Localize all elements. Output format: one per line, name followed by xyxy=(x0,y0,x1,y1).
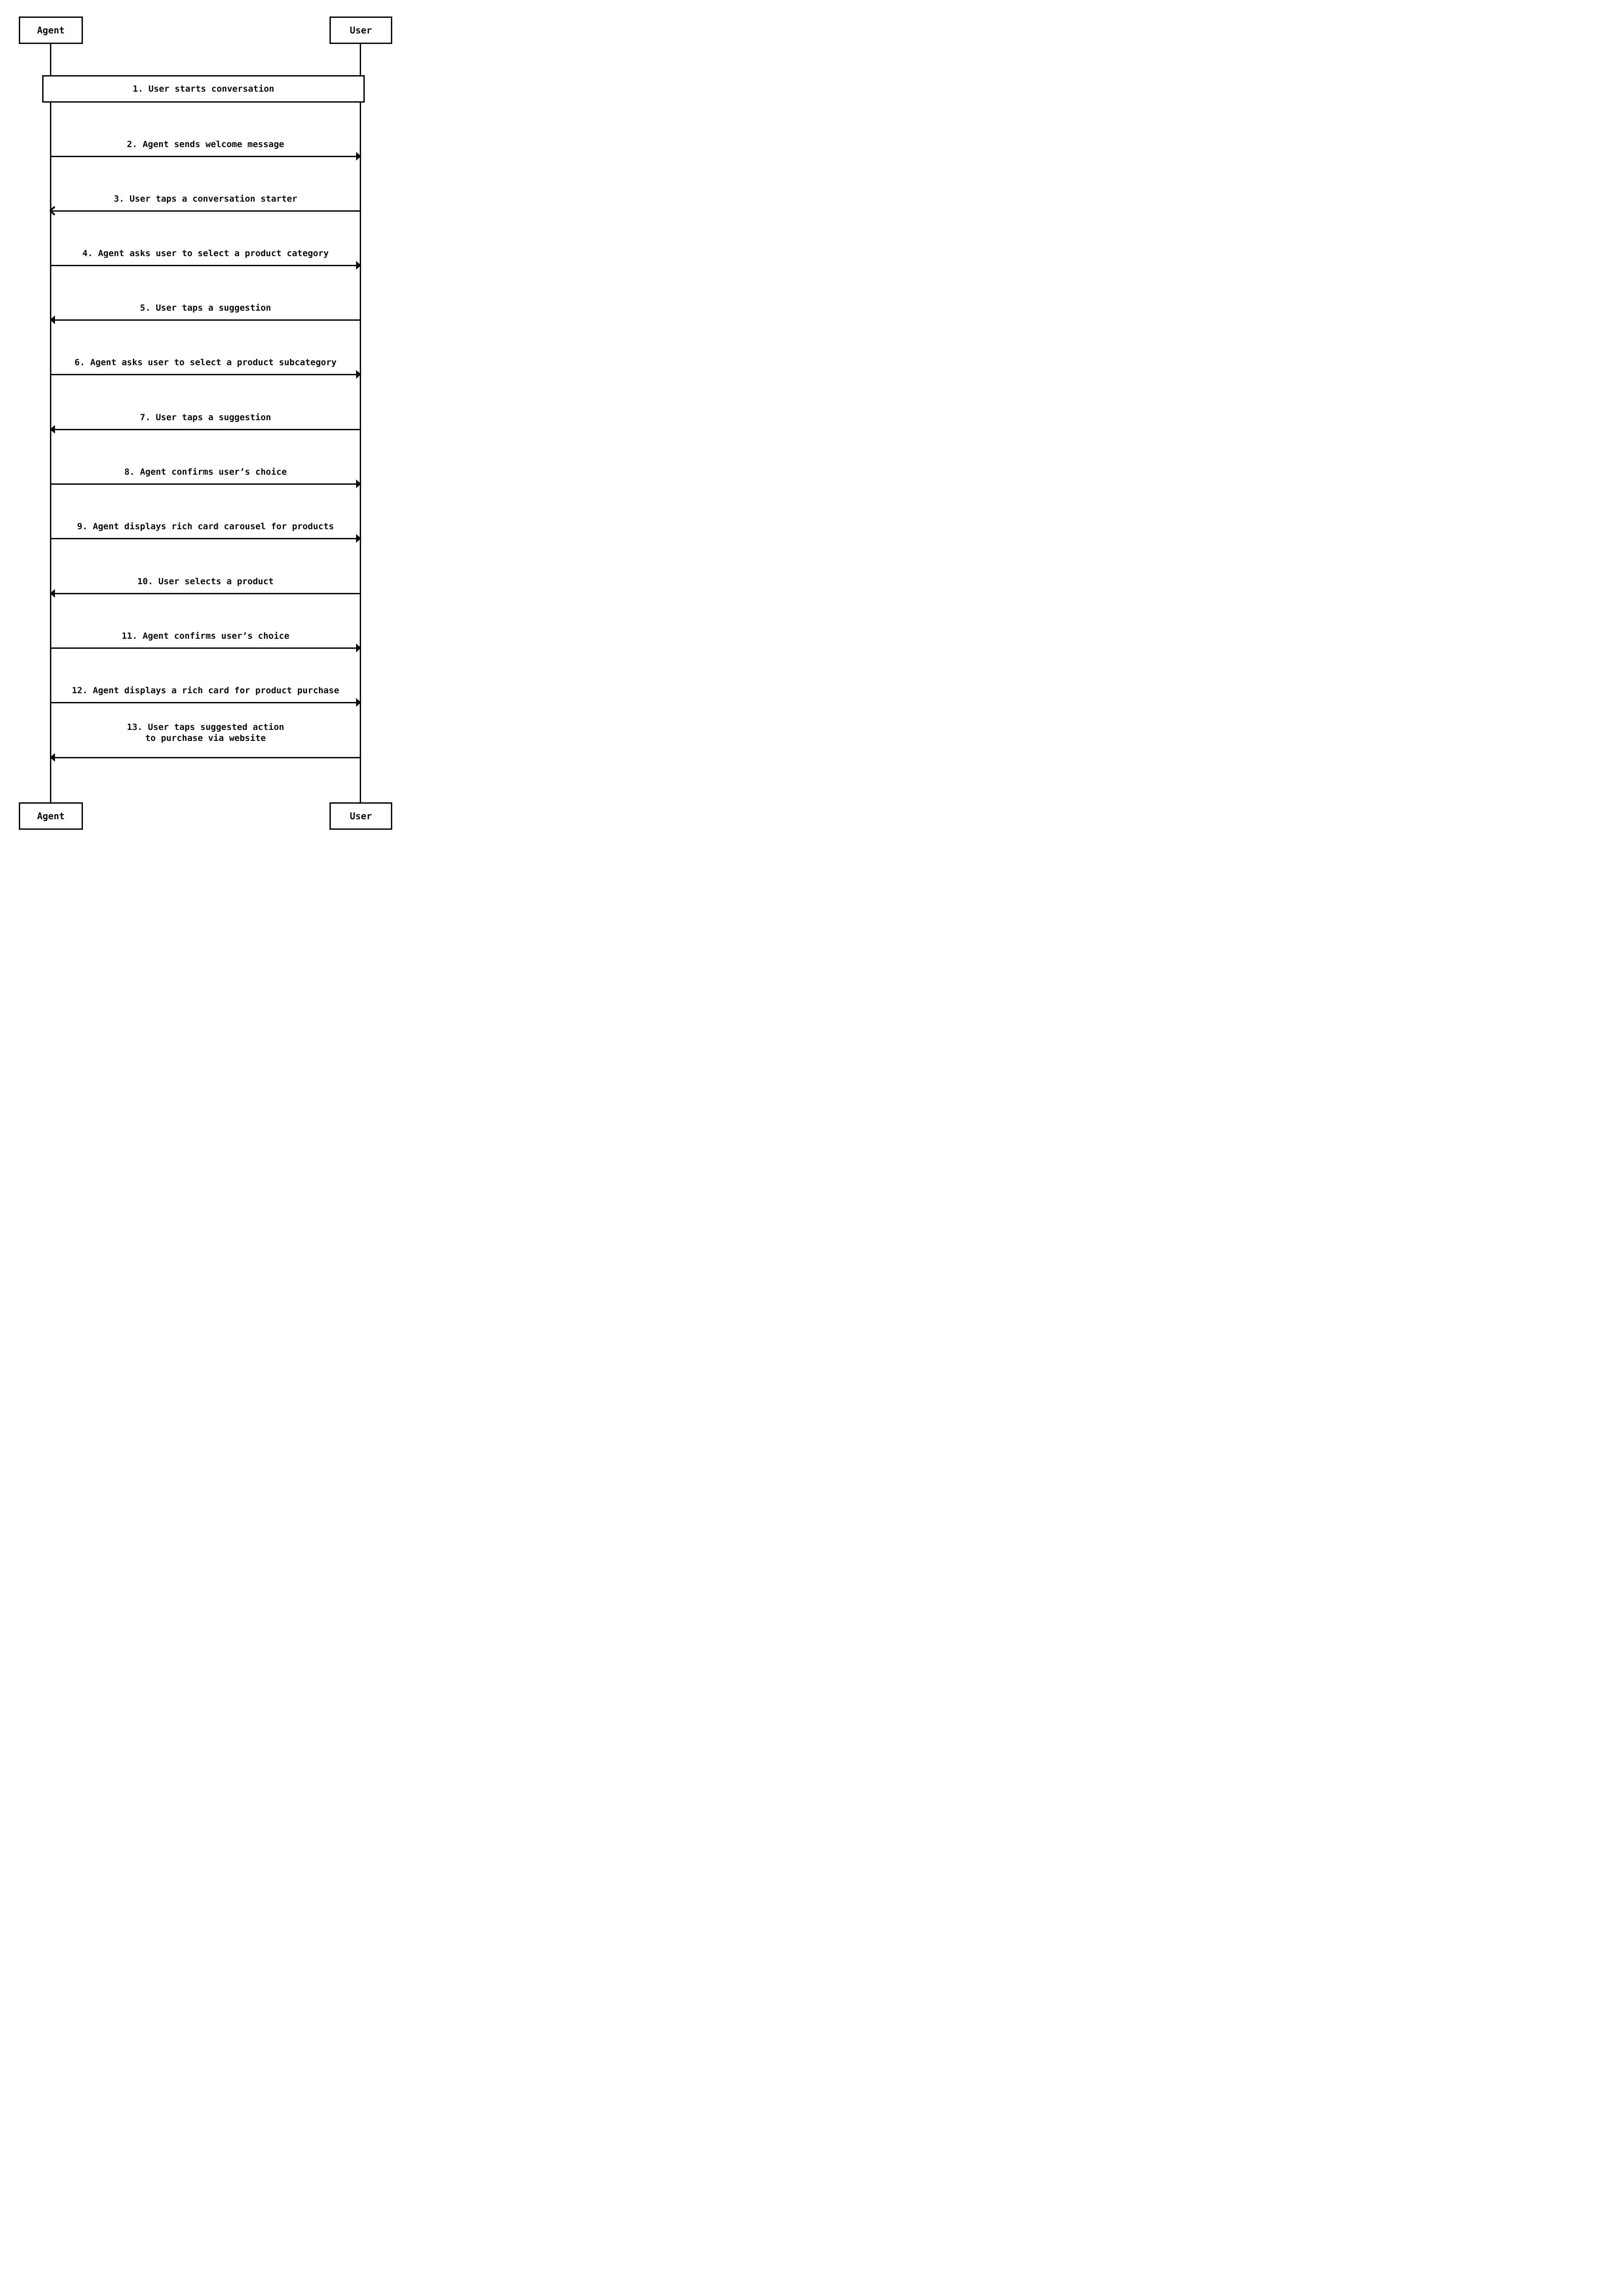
message-11-label: 11. Agent confirms user’s choice xyxy=(121,631,290,641)
message-10-arrow-line xyxy=(50,592,361,594)
message-9-arrow-line xyxy=(50,537,361,539)
message-4-label: 4. Agent asks user to select a product c… xyxy=(82,248,329,258)
actor-label-agent: Agent xyxy=(37,25,65,36)
message-13-arrow-line xyxy=(50,756,361,758)
arrowhead-right-icon xyxy=(356,479,361,488)
user-lifeline xyxy=(360,44,361,802)
message-8-arrow-line xyxy=(50,483,361,485)
message-12-label: 12. Agent displays a rich card for produ… xyxy=(71,685,340,696)
arrowhead-right-icon xyxy=(356,152,361,161)
arrowhead-right-icon xyxy=(356,534,361,543)
message-3-label: 3. User taps a conversation starter xyxy=(114,194,297,204)
banner-label: 1. User starts conversation xyxy=(132,84,274,94)
arrowhead-right-icon xyxy=(356,370,361,379)
actor-box-agent-bottom: Agent xyxy=(19,802,83,830)
message-7-label: 7. User taps a suggestion xyxy=(140,412,271,422)
message-11-arrow-line xyxy=(50,647,361,649)
arrowhead-left-icon xyxy=(50,589,55,598)
arrowhead-left-icon xyxy=(50,425,55,434)
message-8-label: 8. Agent confirms user’s choice xyxy=(124,467,287,477)
message-13-label: 13. User taps suggested action to purcha… xyxy=(50,722,361,744)
actor-label-agent: Agent xyxy=(37,811,65,822)
message-3-arrow-line xyxy=(50,210,361,212)
message-13-label-line1: 13. User taps suggested action xyxy=(126,722,285,732)
sequence-diagram: Agent User 1. User starts conversation 2… xyxy=(0,0,406,852)
message-12-arrow-line xyxy=(50,702,361,703)
message-6-arrow-line xyxy=(50,373,361,375)
message-13-label-line2: to purchase via website xyxy=(145,733,266,743)
message-5-label: 5. User taps a suggestion xyxy=(140,303,271,313)
agent-lifeline xyxy=(49,44,51,802)
message-9-label: 9. Agent displays rich card carousel for… xyxy=(77,521,334,532)
arrowhead-right-icon xyxy=(356,698,361,707)
arrowhead-right-icon xyxy=(356,643,361,652)
message-2-arrow-line xyxy=(50,155,361,157)
arrowhead-right-icon xyxy=(356,261,361,270)
actor-label-user: User xyxy=(350,811,372,822)
arrowhead-left-icon xyxy=(50,315,55,324)
message-7-arrow-line xyxy=(50,428,361,430)
arrowhead-left-icon xyxy=(50,753,55,762)
message-6-label: 6. Agent asks user to select a product s… xyxy=(74,357,337,367)
message-5-arrow-line xyxy=(50,319,361,321)
message-4-arrow-line xyxy=(50,264,361,266)
banner-message-1: 1. User starts conversation xyxy=(42,75,365,103)
actor-box-user-bottom: User xyxy=(329,802,392,830)
actor-box-user-top: User xyxy=(329,16,392,44)
actor-label-user: User xyxy=(350,25,372,36)
actor-box-agent-top: Agent xyxy=(19,16,83,44)
message-10-label: 10. User selects a product xyxy=(137,576,274,586)
message-2-label: 2. Agent sends welcome message xyxy=(126,139,285,149)
